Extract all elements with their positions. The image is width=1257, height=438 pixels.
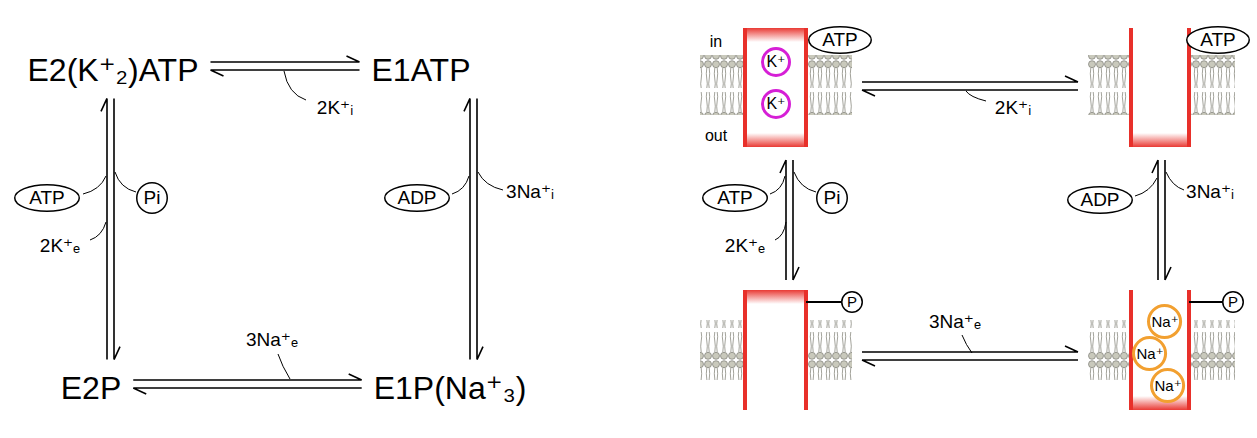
node-text: ATP [717,187,753,209]
phosphate-group: P [1222,291,1244,313]
side-label: out [703,127,729,145]
node-text: E1ATP [372,52,471,89]
ion-label: 3Na⁺ᵢ [1184,181,1236,203]
sodium-ion: Na⁺ [1147,304,1182,339]
circle-shape [137,183,168,214]
atp-ellipse: ATP [808,26,872,54]
reaction-arrow [210,70,359,76]
ellipse-shape [703,185,768,212]
ellipse-shape [1068,187,1133,214]
node-text: ADP [1080,189,1119,211]
phosphate-circle: Pi [816,182,848,214]
ion-label: 2K⁺ᵢ [315,97,355,119]
reaction-arrow [464,98,470,359]
state-label: E1P(Na⁺₃) [372,370,529,407]
ion-label: 2K⁺ᵢ [993,97,1033,119]
circle-shape [842,292,863,313]
node-text: Na⁺ [1136,345,1163,362]
node-text: K⁺ [766,95,785,113]
membrane-top-right [1088,28,1235,147]
ellipse-shape [385,185,450,212]
node-text: Na⁺ [1154,377,1181,394]
reaction-arrow [133,374,361,380]
reaction-arrow [477,98,483,359]
node-text: ATP [29,187,65,209]
ion-label: 3Na⁺ₑ [244,329,300,351]
atp-ellipse: ATP [702,184,768,212]
circle-shape [763,91,790,118]
state-label: E2(K⁺₂)ATP [26,52,201,89]
node-text: ATP [1200,29,1236,51]
ellipse-shape [15,185,80,212]
transition-arrows [780,76,1171,366]
state-label: E1ATP [370,52,473,89]
circle-shape [1149,306,1181,338]
reaction-arrow [114,98,120,359]
node-text: P [1228,293,1238,310]
reaction-arrow [133,388,361,394]
circle-shape [817,183,848,214]
circle-shape [1134,338,1166,370]
ion-label: 2K⁺ₑ [723,235,767,257]
atp-ellipse: ATP [1186,26,1250,54]
side-label: in [708,33,724,51]
node-text: ADP [397,187,436,209]
potassium-ion: K⁺ [761,47,791,77]
node-text: ATP [822,29,858,51]
sodium-ion: Na⁺ [1150,368,1185,403]
adp-ellipse: ADP [1067,186,1133,214]
atp-ellipse: ATP [14,184,80,212]
state-label: E2P [59,370,123,407]
membrane-bottom-right [1088,290,1235,410]
node-text: E2P [61,370,121,407]
node-text: E2(K⁺₂)ATP [28,52,199,89]
membrane-bottom-left [700,290,852,410]
reaction-arrow [210,56,359,62]
phosphate-circle: Pi [136,182,168,214]
ellipse-shape [1187,27,1250,54]
reaction-arrow [101,98,107,359]
ion-label: 3Na⁺ₑ [927,311,983,333]
circle-shape [1152,370,1184,402]
node-text: Pi [144,187,161,209]
circle-shape [1223,292,1244,313]
node-text: Na⁺ [1151,313,1178,330]
leader-lines [770,91,1184,353]
node-text: E1P(Na⁺₃) [374,370,527,407]
ellipse-shape [809,27,872,54]
circle-shape [763,49,790,76]
ion-label: 2K⁺ₑ [38,235,82,257]
node-text: K⁺ [766,53,785,71]
leader-lines [83,71,503,379]
ion-label: 3Na⁺ᵢ [504,181,556,203]
sodium-ion: Na⁺ [1132,336,1167,371]
node-text: P [847,293,857,310]
phosphate-group: P [841,291,863,313]
node-text: Pi [824,187,841,209]
adp-ellipse: ADP [384,184,450,212]
potassium-ion: K⁺ [761,89,791,119]
